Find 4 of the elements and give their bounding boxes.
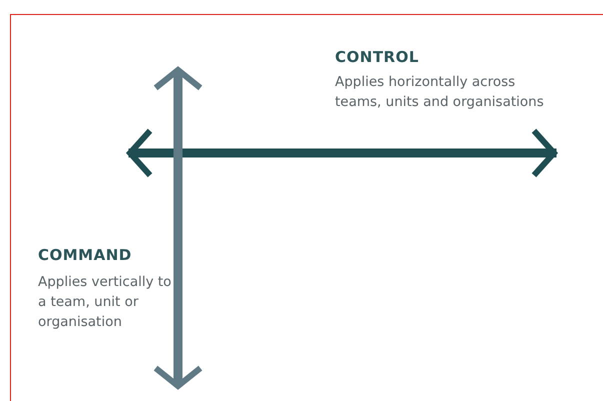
description-text: Applies horizontally across teams, units and organisations [335, 73, 545, 112]
heading: COMMAND [38, 246, 133, 264]
heading: CONTROL [335, 48, 420, 66]
description-text: Applies vertically to a team, unit or organisation [38, 273, 172, 332]
